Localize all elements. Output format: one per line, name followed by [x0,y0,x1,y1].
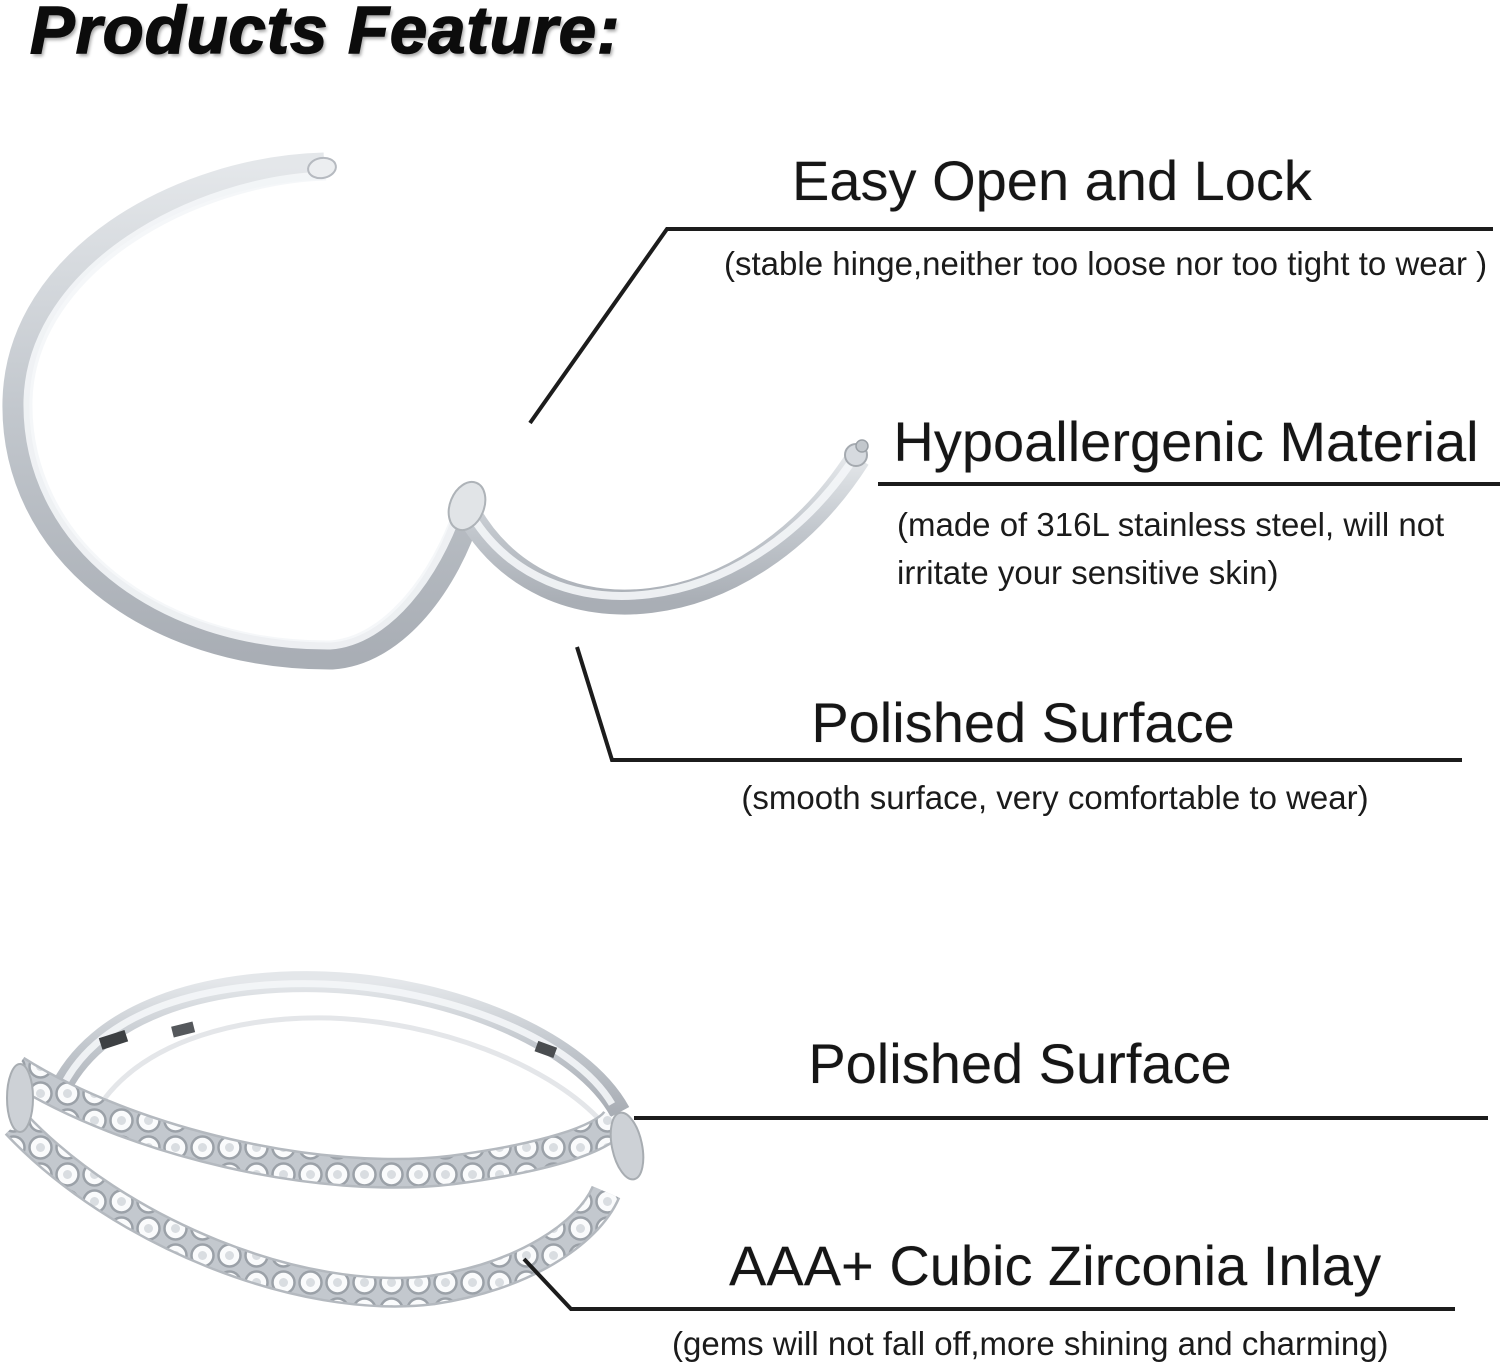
callout-heading-easy-open-and-lock: Easy Open and Lock [792,149,1312,212]
subtitle-line-1: (made of 316L stainless steel, will not [897,506,1445,543]
cz-band-upper-gems [9,1059,627,1187]
cz-ring-inner-rim [103,1015,600,1120]
subtitle-line-2: irritate your sensitive skin) [897,553,1279,591]
callout-heading-hypoallergenic-material: Hypoallergenic Material [893,410,1479,473]
ring-main-tube [2,152,481,670]
locking-pin-ball [855,439,869,453]
leader-line-polished-surface-1 [575,646,1462,762]
callout-heading-polished-surface-1: Polished Surface [811,691,1235,754]
cz-ring-right-junction [609,1111,645,1181]
callout-heading-cz-inlay: AAA+ Cubic Zirconia Inlay [729,1234,1382,1297]
hinge-knuckle [447,480,487,532]
callout-subtitle-hypoallergenic-material: (made of 316L stainless steel, will not … [897,501,1500,597]
cz-ring-left-junction [6,1063,34,1133]
callout-subtitle-easy-open-and-lock: (stable hinge,neither too loose nor too … [724,245,1488,282]
ring-cut-end [307,156,337,180]
hinge-slot [534,1040,558,1059]
page-title: Products Feature: [29,0,621,69]
hinge-slot [98,1029,129,1050]
ring-hinged-segment-tube [457,451,869,615]
open-hinged-hoop-ring-photo [2,152,869,670]
leader-line-easy-open-and-lock [528,227,1493,425]
callout-subtitle-polished-surface-1: (smooth surface, very comfortable to wea… [741,779,1369,816]
ring-main-highlight [23,171,463,650]
cz-double-hoop-ring-photo [4,971,645,1308]
cz-band-lower-gems [6,1115,618,1306]
callout-subtitle-cz-inlay: (gems will not fall off,more shining and… [672,1325,1389,1362]
cz-ring-top-tube [48,971,630,1118]
callout-heading-polished-surface-2: Polished Surface [808,1032,1232,1095]
hinge-slot [171,1021,196,1038]
leader-line-cz-inlay [522,1257,1455,1311]
leader-lines [522,227,1500,1311]
ring-hinged-segment-highlight [468,461,854,600]
